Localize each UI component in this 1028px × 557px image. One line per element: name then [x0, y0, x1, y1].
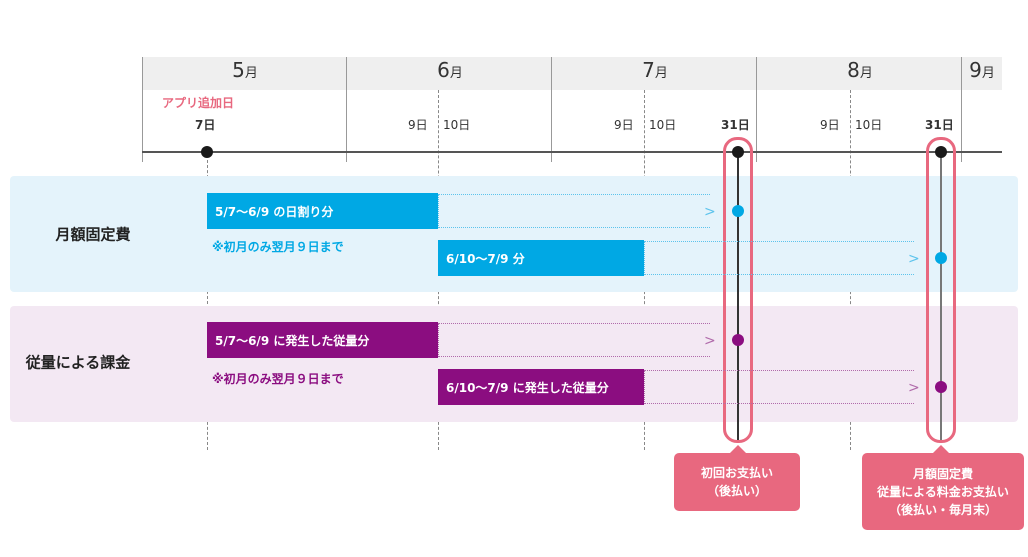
- callout-line: 月額固定費: [912, 466, 973, 481]
- payment-dot: [732, 205, 744, 217]
- timeline-axis: [142, 151, 1002, 153]
- callout-line: 初回お支払い: [700, 466, 773, 480]
- day-guide: [207, 160, 208, 450]
- month-september: 9月: [969, 58, 995, 82]
- period-arrow: [438, 323, 710, 357]
- timeline-dot: [935, 146, 947, 158]
- chevron-right-icon: >: [704, 204, 716, 220]
- payment-line: [940, 152, 942, 440]
- month-divider: [551, 57, 552, 162]
- fixed-period-2: 6/10～7/9 分: [438, 240, 644, 276]
- fixed-period-1: 5/7～6/9 の日割り分: [207, 193, 438, 229]
- day-label: 10日: [649, 118, 677, 132]
- day-label: 10日: [443, 118, 471, 132]
- usage-period-2: 6/10～7/9 に発生した従量分: [438, 369, 644, 405]
- month-divider: [142, 57, 143, 162]
- payment-dot: [935, 252, 947, 264]
- period-arrow: [438, 194, 710, 228]
- period-arrow: [644, 241, 914, 275]
- day-label: 31日: [925, 118, 954, 132]
- app-added-label: アプリ追加日: [162, 96, 235, 110]
- payment-highlight: [926, 137, 956, 443]
- chevron-right-icon: >: [908, 251, 920, 267]
- payment-dot: [732, 334, 744, 346]
- first-month-note: ※初月のみ翌月９日まで: [212, 372, 344, 386]
- month-divider: [346, 57, 347, 162]
- day-label: 9日: [820, 118, 840, 132]
- payment-dot: [935, 381, 947, 393]
- payment-highlight: [723, 137, 753, 443]
- usage-period-1: 5/7～6/9 に発生した従量分: [207, 322, 438, 358]
- callout-line: 従量による料金お支払い: [877, 484, 1009, 499]
- callout-line: （後払い・毎月末）: [888, 502, 997, 517]
- chevron-right-icon: >: [704, 333, 716, 349]
- first-month-note: ※初月のみ翌月９日まで: [212, 240, 344, 254]
- day-label: 7日: [195, 118, 216, 132]
- first-payment-callout: 初回お支払い （後払い）: [674, 453, 800, 511]
- timeline-dot: [732, 146, 744, 158]
- row-label-usage: 従量による課金: [25, 353, 131, 372]
- period-arrow: [644, 370, 914, 404]
- month-june: 6月: [437, 58, 463, 82]
- day-label: 31日: [721, 118, 750, 132]
- month-divider: [961, 57, 962, 162]
- payment-line: [737, 152, 739, 440]
- day-label: 9日: [614, 118, 634, 132]
- chevron-right-icon: >: [908, 380, 920, 396]
- timeline-dot: [201, 146, 213, 158]
- month-header: [142, 57, 1002, 90]
- day-label: 9日: [408, 118, 428, 132]
- row-label-fixed: 月額固定費: [55, 225, 131, 244]
- callout-line: （後払い）: [706, 484, 767, 498]
- day-label: 10日: [855, 118, 883, 132]
- month-july: 7月: [642, 58, 668, 82]
- monthly-payment-callout: 月額固定費 従量による料金お支払い （後払い・毎月末）: [862, 453, 1024, 530]
- month-divider: [756, 57, 757, 162]
- month-may: 5月: [232, 58, 258, 82]
- month-august: 8月: [847, 58, 873, 82]
